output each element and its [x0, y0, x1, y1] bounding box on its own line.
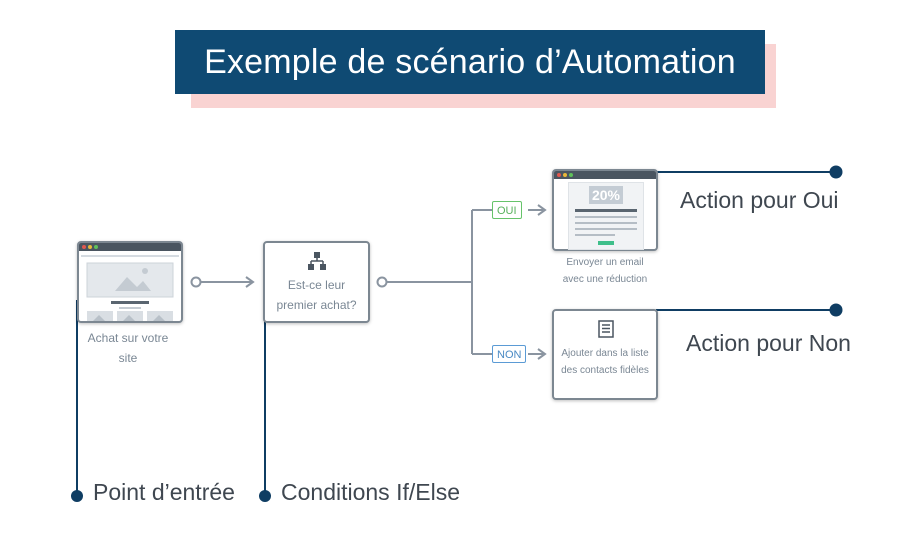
browser-bar — [554, 171, 656, 179]
node-entry — [77, 241, 183, 323]
email-text-line — [575, 234, 615, 236]
list-label-line1: Ajouter dans la liste — [561, 348, 649, 359]
branch-tag-no: NON — [492, 345, 527, 363]
annotation-action-no: Action pour Non — [686, 330, 851, 356]
entry-label-line1: Achat sur votre — [87, 331, 169, 345]
email-preview: 20% — [568, 182, 644, 250]
document-list-icon — [598, 320, 614, 338]
connector-condition-branches — [376, 204, 547, 360]
email-label-line1: Envoyer un email — [566, 257, 644, 268]
list-label: Ajouter dans la liste des contacts fidèl… — [548, 345, 662, 379]
condition-label-line2: premier achat? — [276, 298, 357, 312]
page-title: Exemple de scénario d’Automation — [175, 30, 765, 94]
email-text-line — [575, 209, 637, 212]
condition-label-line1: Est-ce leur — [287, 278, 346, 292]
node-list: Ajouter dans la liste des contacts fidèl… — [552, 309, 658, 400]
email-text-line — [575, 228, 637, 230]
node-email: 20% — [552, 169, 658, 251]
image-placeholder-icon — [81, 255, 179, 321]
entry-label-line2: site — [118, 351, 138, 365]
condition-label: Est-ce leur premier achat? — [265, 275, 368, 315]
annotation-entry-point: Point d’entrée — [93, 479, 235, 505]
node-condition: Est-ce leur premier achat? — [263, 241, 370, 323]
discount-badge: 20% — [589, 186, 623, 204]
email-cta-button — [598, 241, 614, 245]
annotation-line-entry — [71, 300, 83, 502]
list-label-line2: des contacts fidèles — [561, 365, 649, 376]
entry-label: Achat sur votre site — [68, 328, 188, 368]
annotation-line-condition — [259, 300, 271, 502]
browser-bar — [79, 243, 181, 251]
email-text-line — [575, 222, 637, 224]
branch-tag-yes: OUI — [492, 201, 522, 219]
annotation-conditions: Conditions If/Else — [281, 479, 460, 505]
email-text-line — [575, 216, 637, 218]
email-label: Envoyer un email avec une réduction — [545, 254, 665, 288]
email-label-line2: avec une réduction — [562, 274, 648, 285]
annotation-line-yes — [656, 165, 843, 179]
annotation-line-no — [656, 303, 843, 317]
connector-entry-condition — [190, 276, 255, 288]
annotation-action-yes: Action pour Oui — [680, 187, 839, 213]
hierarchy-icon — [308, 252, 326, 270]
